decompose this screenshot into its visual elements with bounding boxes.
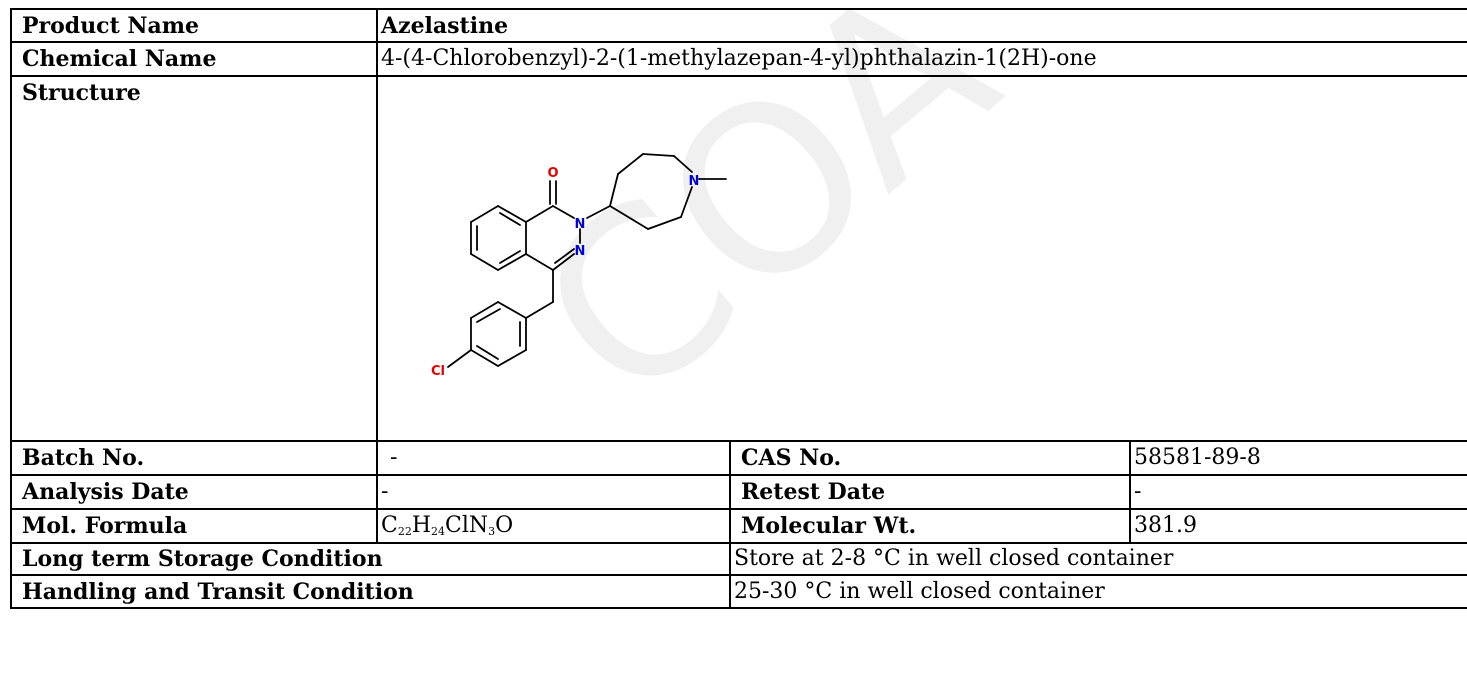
coa-table: Product Name Azelastine Chemical Name 4-…	[10, 8, 1467, 609]
mol-formula-label: Mol. Formula	[10, 508, 378, 544]
nitrogen-atom-azepane: N	[689, 174, 700, 189]
storage-condition-value: Store at 2-8 °C in well closed container	[728, 542, 1467, 576]
batch-no-label: Batch No.	[10, 440, 378, 476]
retest-date-label: Retest Date	[729, 474, 1131, 510]
oxygen-atom: O	[547, 166, 558, 181]
product-name-label: Product Name	[10, 8, 378, 43]
analysis-date-value: -	[376, 474, 731, 510]
retest-date-value: -	[1128, 474, 1467, 510]
row-chemical-name: Chemical Name 4-(4-Chlorobenzyl)-2-(1-me…	[10, 41, 1467, 77]
product-name-value: Azelastine	[375, 8, 1467, 43]
row-dates: Analysis Date - Retest Date -	[10, 474, 1467, 510]
batch-no-value: -	[376, 440, 731, 476]
molecular-wt-value: 381.9	[1128, 508, 1467, 544]
chemical-structure-image: O N N N Cl	[431, 153, 727, 379]
structure-cell: O N N N Cl	[375, 75, 1467, 442]
molecular-wt-label: Molecular Wt.	[729, 508, 1131, 544]
structure-label: Structure	[10, 75, 378, 442]
chemical-name-label: Chemical Name	[10, 41, 378, 77]
row-formula-weight: Mol. Formula C22H24ClN3O Molecular Wt. 3…	[10, 508, 1467, 544]
analysis-date-label: Analysis Date	[10, 474, 378, 510]
handling-condition-value: 25-30 °C in well closed container	[728, 574, 1467, 609]
storage-condition-label: Long term Storage Condition	[10, 542, 731, 576]
mol-formula-value: C22H24ClN3O	[376, 508, 731, 544]
row-handling: Handling and Transit Condition 25-30 °C …	[10, 574, 1467, 609]
handling-condition-label: Handling and Transit Condition	[10, 574, 731, 609]
row-product-name: Product Name Azelastine	[10, 8, 1467, 43]
chlorine-atom: Cl	[431, 364, 445, 379]
row-batch-cas: Batch No. - CAS No. 58581-89-8	[10, 440, 1467, 476]
nitrogen-atom-2: N	[575, 217, 586, 232]
nitrogen-atom-3: N	[575, 244, 586, 259]
cas-no-value: 58581-89-8	[1128, 440, 1467, 476]
chemical-name-value: 4-(4-Chlorobenzyl)-2-(1-methylazepan-4-y…	[375, 41, 1467, 77]
cas-no-label: CAS No.	[729, 440, 1131, 476]
row-storage: Long term Storage Condition Store at 2-8…	[10, 542, 1467, 576]
row-structure: Structure	[10, 75, 1467, 442]
